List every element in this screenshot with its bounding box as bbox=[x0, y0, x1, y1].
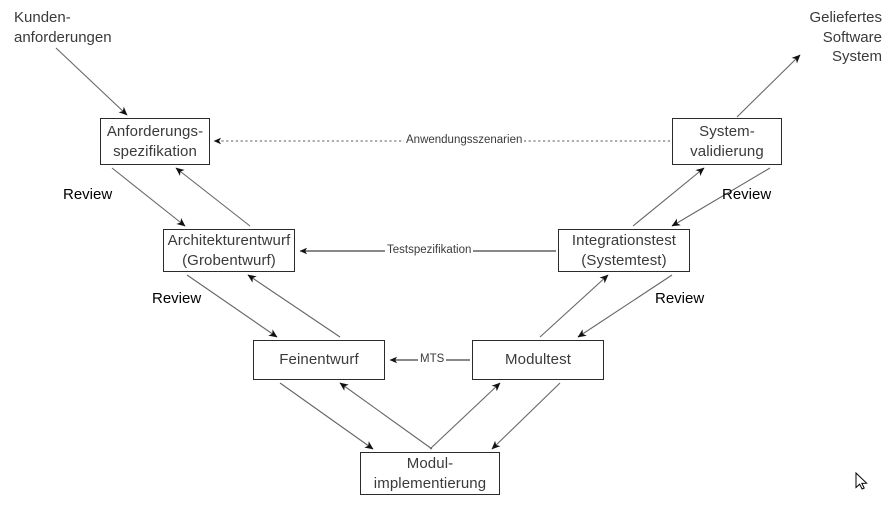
node-label: System- validierung bbox=[690, 123, 764, 160]
node-label: Feinentwurf bbox=[279, 351, 359, 369]
node-label: Anforderungs- spezifikation bbox=[106, 123, 204, 160]
label-anwendungsszenarien: Anwendungsszenarien bbox=[404, 134, 525, 147]
label-mts: MTS bbox=[418, 353, 447, 366]
node-anforderungsspezifikation[interactable]: Anforderungs- spezifikation bbox=[100, 118, 210, 165]
node-architekturentwurf[interactable]: Architekturentwurf (Grobentwurf) bbox=[163, 229, 295, 272]
label-review-right-upper: Review bbox=[722, 186, 772, 203]
node-modulimplementierung[interactable]: Modul- implementierung bbox=[360, 452, 500, 495]
label-review-left-lower: Review bbox=[152, 290, 202, 307]
node-integrationstest[interactable]: Integrationstest (Systemtest) bbox=[558, 229, 690, 272]
label-review-left-upper: Review bbox=[63, 186, 113, 203]
edge-feinentwurf-to-modulimplementierung bbox=[279, 382, 374, 450]
label-geliefertes-software-system: Geliefertes Software System bbox=[809, 9, 882, 65]
edge-modulimplementierung-to-modultest bbox=[429, 382, 501, 450]
edge-modultest-review-to-modulimplementierung bbox=[491, 382, 561, 450]
edge-modultest-to-integrationstest bbox=[539, 274, 609, 338]
mouse-pointer-icon bbox=[855, 472, 868, 490]
node-modultest[interactable]: Modultest bbox=[472, 340, 604, 380]
node-feinentwurf[interactable]: Feinentwurf bbox=[253, 340, 385, 380]
node-label: Architekturentwurf (Grobentwurf) bbox=[167, 232, 291, 269]
edge-anforderungsspezifikation-to-architekturentwurf bbox=[111, 167, 186, 227]
edge-feinentwurf-review-to-architekturentwurf bbox=[247, 274, 341, 338]
node-label: Modultest bbox=[505, 351, 571, 369]
edge-kundenanforderungen-to-anforderungsspezifikation bbox=[55, 47, 128, 116]
node-systemvalidierung[interactable]: System- validierung bbox=[672, 118, 782, 165]
label-review-right-lower: Review bbox=[655, 290, 705, 307]
edge-modulimplementierung-review-to-feinentwurf bbox=[339, 382, 433, 450]
edge-architekturentwurf-review-to-anforderungsspezifikation bbox=[175, 167, 251, 227]
label-kundenanforderungen: Kunden- anforderungen bbox=[14, 9, 112, 46]
node-label: Integrationstest (Systemtest) bbox=[571, 232, 677, 269]
label-testspezifikation: Testspezifikation bbox=[385, 244, 474, 257]
edge-integrationstest-to-systemvalidierung bbox=[632, 167, 705, 227]
node-label: Modul- implementierung bbox=[373, 455, 487, 492]
